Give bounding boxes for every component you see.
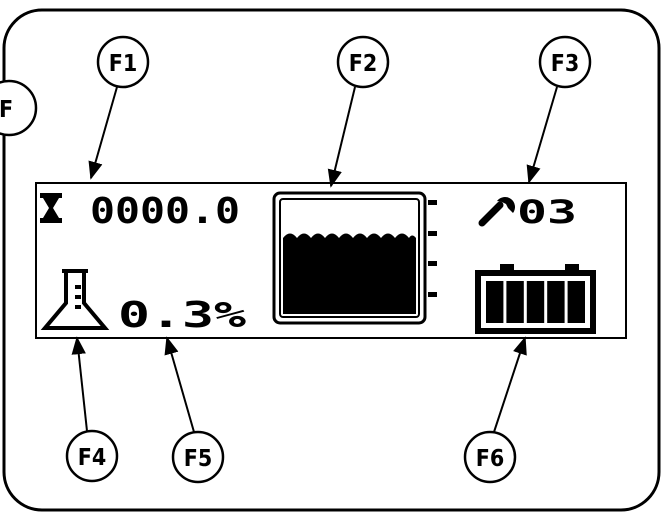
battery-segment [506, 281, 524, 323]
battery-segment [486, 281, 504, 323]
battery-segment [567, 281, 585, 323]
battery-segment [547, 281, 565, 323]
callout-f5-label: F5 [184, 446, 213, 472]
callout-f1: F1 [96, 35, 150, 89]
callout-f2-label: F2 [349, 51, 378, 77]
callout-f2: F2 [336, 35, 390, 89]
service-code: 03 [517, 193, 577, 231]
concentration-value: 0.3% [118, 295, 246, 336]
leader-f5 [164, 336, 195, 433]
callout-f3-label: F3 [551, 51, 580, 77]
hourglass-icon [40, 193, 62, 223]
timer-value: 0000.0 [90, 191, 240, 232]
callout-f-edge: F [0, 79, 38, 137]
leader-f6 [493, 336, 527, 433]
leader-f1 [88, 86, 118, 180]
callout-f5: F5 [171, 430, 225, 484]
callout-f3: F3 [538, 35, 592, 89]
battery-icon [475, 264, 596, 334]
callout-f4-label: F4 [78, 445, 107, 471]
leader-f4 [71, 336, 88, 432]
battery-segments [486, 281, 585, 323]
flask-icon [40, 269, 110, 330]
battery-segment [526, 281, 545, 323]
leader-f3 [526, 86, 558, 184]
callout-f-edge-label: F [0, 97, 13, 123]
outer-frame [2, 8, 661, 512]
callout-f6: F6 [463, 430, 517, 484]
wrench-icon [478, 196, 516, 227]
callout-f6-label: F6 [476, 446, 505, 472]
tank-fill-wave [283, 233, 416, 238]
leader-f2 [327, 86, 356, 188]
tank-fill [283, 238, 416, 314]
tank-level-icon [272, 191, 437, 325]
callout-f4: F4 [65, 429, 119, 483]
callout-f1-label: F1 [109, 51, 138, 77]
